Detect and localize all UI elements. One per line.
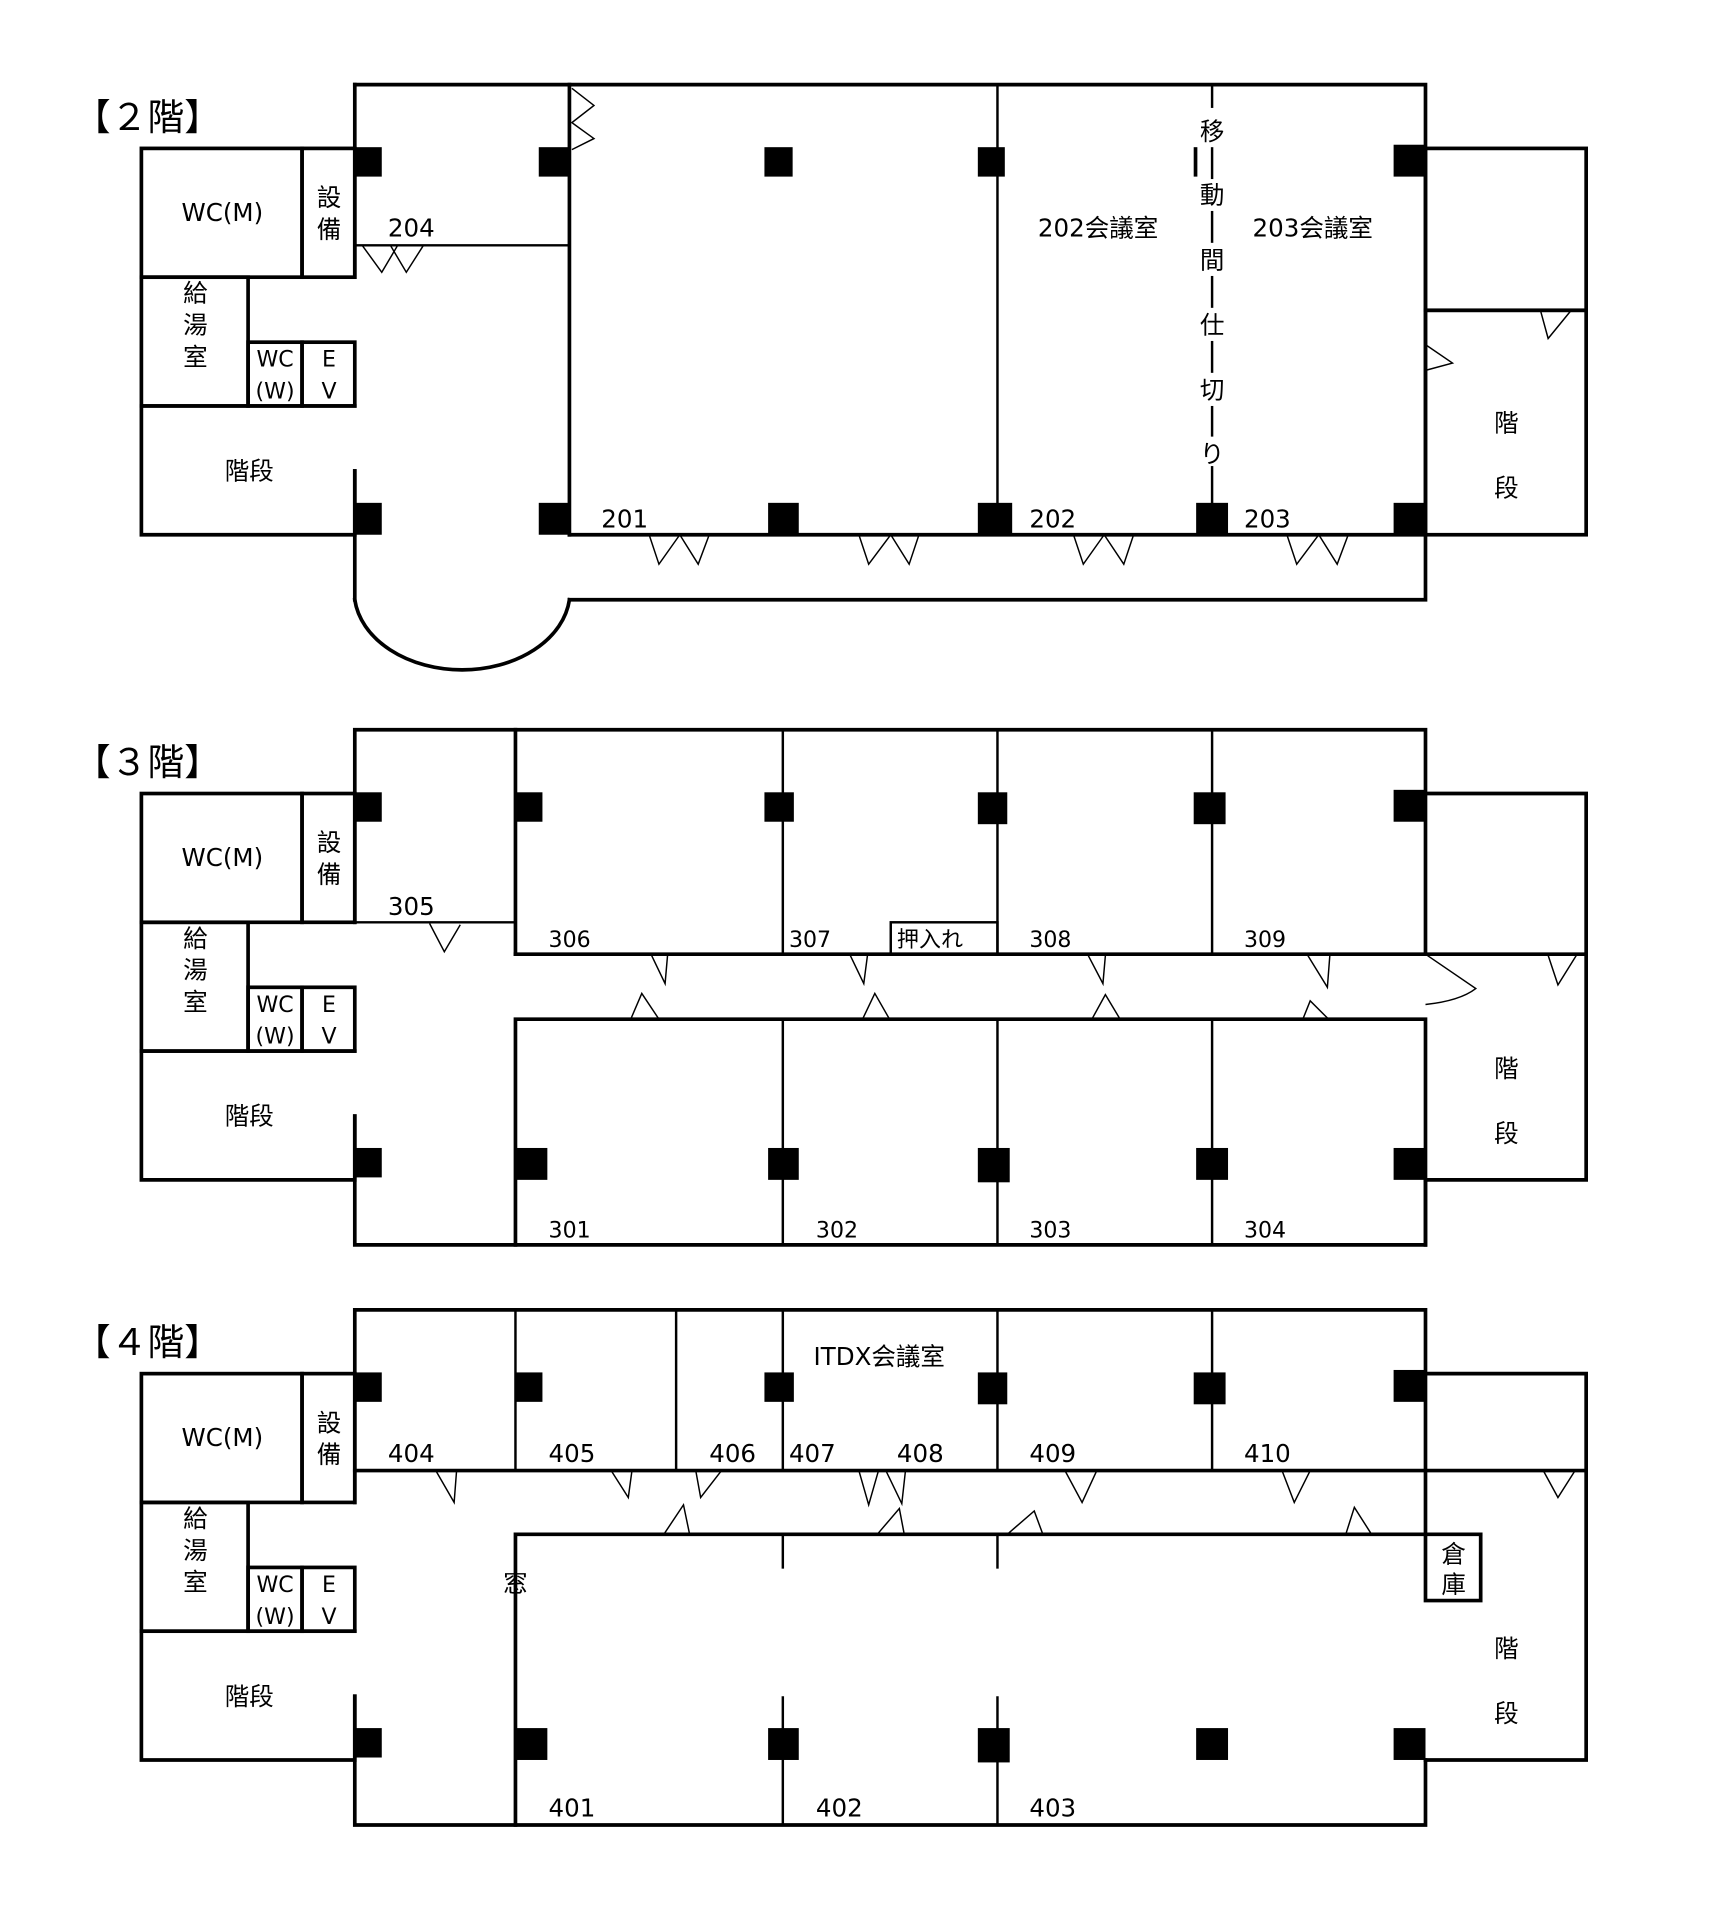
equipment-label: 備 [317,1440,342,1469]
doors [435,1470,1576,1535]
stairs-label: 段 [1494,1699,1519,1728]
room-number: 410 [1244,1439,1291,1468]
wc-men-label: WC(M) [182,1423,264,1452]
elevator-label: V [321,380,336,405]
wc-women-label: WC [256,993,293,1018]
equipment-label: 設 [317,828,342,857]
closet-label: 押入れ [897,928,963,953]
room-number: 308 [1029,928,1071,953]
wc-women-label: (W) [256,1605,295,1630]
room-number: 409 [1029,1439,1076,1468]
room-number: 303 [1029,1219,1071,1244]
room-number: 203 [1244,504,1291,533]
room-number: 306 [549,928,591,953]
room-number: 304 [1244,1219,1286,1244]
wc-women-label: WC [256,1573,293,1598]
curved-lobby [352,597,572,672]
equipment-label: 設 [317,183,342,212]
kitchen-label: 湯 [183,311,208,340]
wc-women-label: (W) [256,380,295,405]
svg-text:間: 間 [1200,246,1225,275]
kitchen-label: 給 [183,1504,208,1533]
closet [889,921,999,956]
window-label: 窓 [503,1569,528,1598]
svg-text:り: り [1200,439,1225,468]
room-number: 405 [549,1439,596,1468]
left-annex: WC(M) 設 備 給 湯 室 WC (W) E V 階段 [139,1371,357,1762]
room-name: 203会議室 [1253,214,1373,243]
storage-label: 庫 [1441,1570,1466,1599]
left-annex: WC(M) 設 備 給 湯 室 WC (W) E V 階段 [139,146,357,537]
stairs-label: 階段 [225,1682,274,1711]
equipment-room [300,146,357,280]
room-number: 401 [549,1793,596,1822]
stairs-label: 段 [1494,1119,1519,1148]
room-number: 408 [897,1439,944,1468]
room-number: 404 [388,1439,435,1468]
room-number: 301 [549,1219,591,1244]
floor-2: 【２階】 WC(M) 設 備 給 湯 室 WC (W) E V 階段 [74,82,1588,672]
room-number: 202 [1029,504,1076,533]
left-annex: WC(M) 設 備 給 湯 室 WC (W) E V 階段 [139,791,357,1182]
floor-title: 【４階】 [74,1321,221,1364]
room-number: 305 [388,892,435,921]
kitchen-label: 室 [183,1568,208,1597]
wc-women-label: (W) [256,1025,295,1050]
elevator-label: V [321,1605,336,1630]
columns [354,144,1426,535]
doors [361,87,1571,566]
svg-text:動: 動 [1200,181,1225,210]
floor-3: 【３階】 WC(M) 設 備 給 湯 室 WC (W) E V 階段 [74,727,1588,1247]
wc-men-label: WC(M) [182,843,264,872]
svg-text:仕: 仕 [1200,311,1225,340]
kitchen-label: 室 [183,988,208,1017]
right-annex-room [1423,146,1588,313]
room-number: 402 [816,1793,863,1822]
partition-label: 移 動 間 仕 切 り [1197,107,1227,468]
stairs-label: 階段 [225,1102,274,1131]
floor-title: 【３階】 [74,741,221,784]
equipment-label: 設 [317,1408,342,1437]
wc-men-label: WC(M) [182,198,264,227]
room-number: 204 [388,214,435,243]
elevator-label: V [321,1025,336,1050]
stairs-right [1423,308,1588,537]
kitchen-label: 湯 [183,1536,208,1565]
stairs-label: 段 [1494,474,1519,503]
stairs-label: 階 [1494,1634,1519,1663]
wc-women-label: WC [256,348,293,373]
stairs-label: 階 [1494,1054,1519,1083]
room-number: 403 [1029,1793,1076,1822]
elevator-label: E [322,348,336,373]
kitchen-label: 湯 [183,956,208,985]
kitchen-label: 室 [183,342,208,371]
svg-text:切: 切 [1200,376,1225,405]
room-number: 407 [789,1439,836,1468]
floor-title: 【２階】 [74,96,221,139]
room-name: ITDX会議室 [813,1342,944,1371]
svg-text:移: 移 [1200,117,1225,146]
columns [354,1369,1426,1763]
room-name: 202会議室 [1038,214,1158,243]
room-number: 201 [601,504,648,533]
elevator-label: E [322,1573,336,1598]
kitchen-label: 給 [183,924,208,953]
equipment-label: 備 [317,860,342,889]
elevator-label: E [322,993,336,1018]
stairs-label: 階段 [225,457,274,486]
storage-label: 倉 [1441,1540,1466,1569]
room-number: 302 [816,1219,858,1244]
room-number: 406 [709,1439,756,1468]
storage [1423,1532,1483,1603]
stairs-label: 階 [1494,409,1519,438]
columns [354,789,1426,1183]
equipment-label: 備 [317,215,342,244]
room-number: 309 [1244,928,1286,953]
floor-4: 【４階】 WC(M) 設 備 給 湯 室 WC (W) E V 階段 [74,1308,1588,1827]
kitchen-label: 給 [183,279,208,308]
doors [428,923,1577,1020]
room-number: 307 [789,928,831,953]
